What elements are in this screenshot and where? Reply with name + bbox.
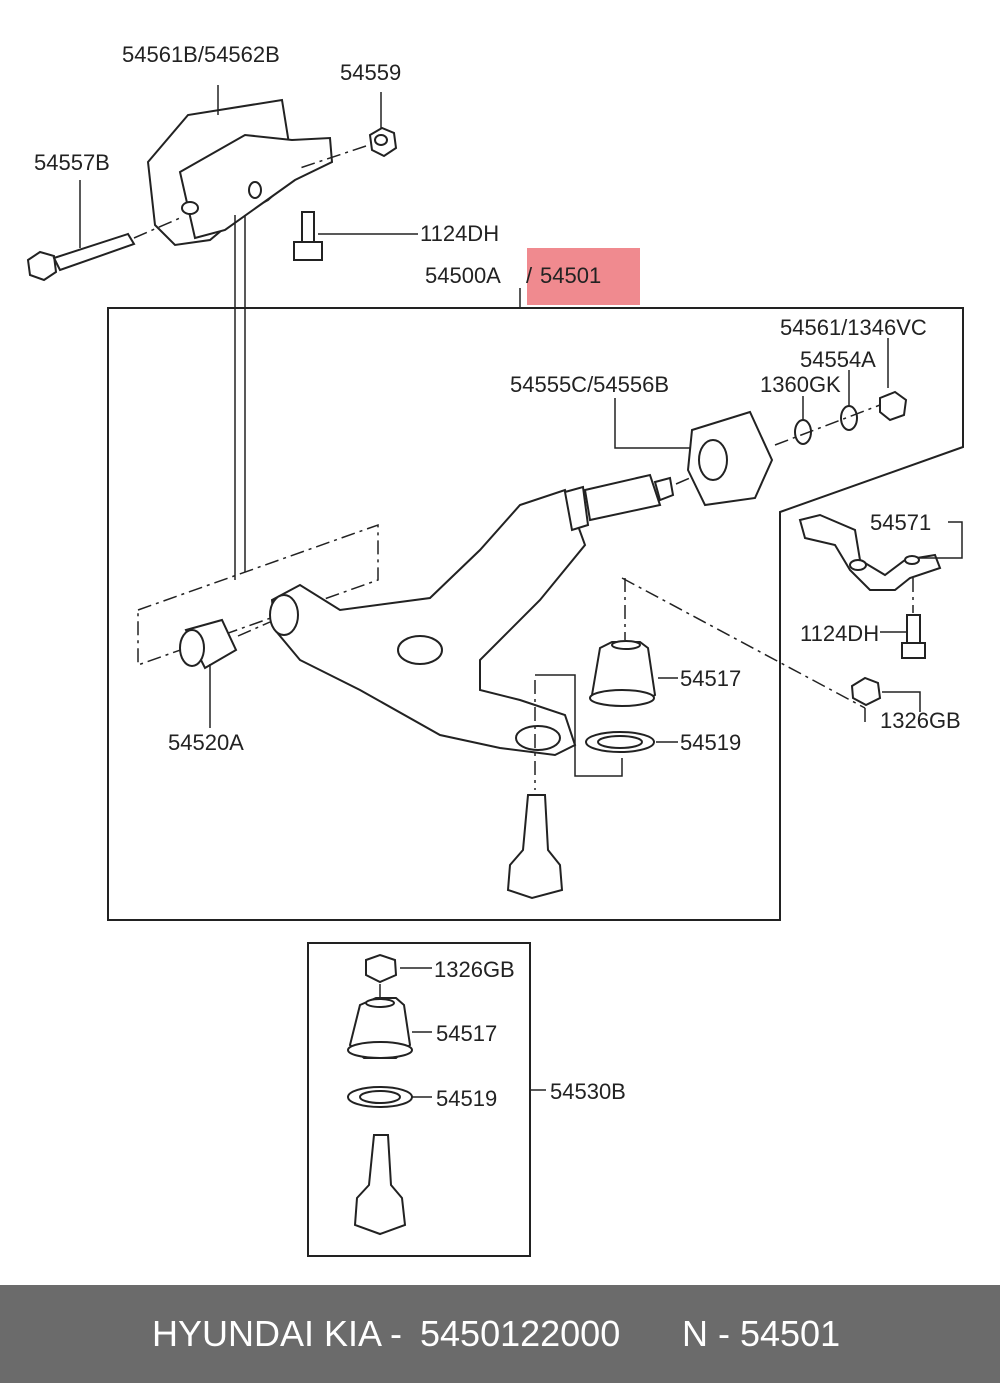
stab-clamp (798, 513, 963, 712)
label-nut-top: 54559 (340, 60, 401, 85)
bracket-bolt (293, 211, 418, 261)
label-stab-clamp: 54571 (870, 510, 931, 535)
label-kit-washer: 54519 (436, 1086, 497, 1111)
label-front-bushing: 54520A (168, 730, 244, 755)
label-ring-washer: 54519 (680, 730, 741, 755)
rear-bushing (614, 398, 774, 507)
long-bolt (26, 180, 181, 282)
ball-joint-kit (307, 942, 546, 1257)
parts-diagram: 54561B/54562B 54559 54557B 1124DH 54500A… (26, 42, 964, 1257)
label-kit-boot: 54517 (436, 1021, 497, 1046)
label-dust-boot: 54517 (680, 666, 741, 691)
assembly-frame (107, 307, 964, 921)
front-bushing (179, 618, 271, 728)
label-clamp-bolt: 1124DH (800, 621, 879, 646)
highlight-box (527, 248, 640, 305)
label-assembly-sep: / (526, 263, 533, 288)
label-long-bolt: 54557B (34, 150, 110, 175)
label-rear-bushing: 54555C/54556B (510, 372, 669, 397)
label-kit-assembly: 54530B (550, 1079, 626, 1104)
label-assembly-b: 54501 (540, 263, 601, 288)
label-assembly-a: 54500A (425, 263, 501, 288)
label-bracket-bolt: 1124DH (420, 221, 499, 246)
bracket (146, 85, 334, 580)
hex-nut-54559 (299, 92, 398, 169)
label-rear-washer-a: 54554A (800, 347, 876, 372)
footer-n-code: N - 54501 (682, 1313, 841, 1354)
ball-joint-upper (506, 578, 678, 900)
label-kit-nut: 1326GB (434, 957, 515, 982)
label-bracket-part: 54561B/54562B (122, 42, 280, 67)
label-clamp-nut: 1326GB (880, 708, 961, 733)
footer-brand: HYUNDAI KIA - (152, 1313, 403, 1354)
label-rear-washer-gk: 1360GK (760, 372, 841, 397)
lower-arm (269, 473, 675, 757)
footer-bar: HYUNDAI KIA - 5450122000 N - 54501 (0, 1285, 1000, 1383)
footer-part-number: 5450122000 (420, 1313, 621, 1354)
rear-washers (774, 338, 908, 446)
label-rear-nut-kit: 54561/1346VC (780, 315, 927, 340)
